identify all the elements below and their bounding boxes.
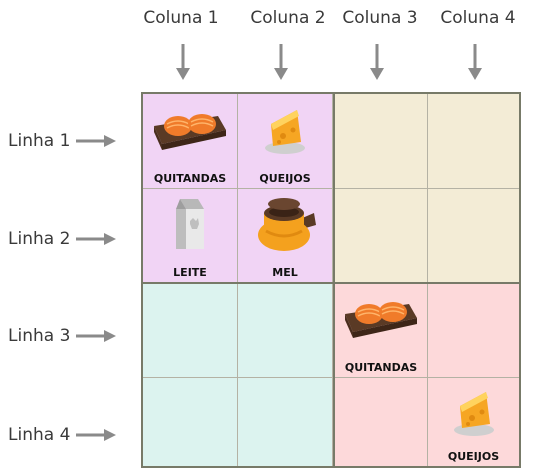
grid-item: QUITANDAS [335, 284, 427, 377]
row-label: Linha 4 [8, 425, 71, 445]
item-label: QUEIJOS [259, 172, 311, 185]
queijos-icon [265, 110, 305, 154]
leite-icon [176, 199, 204, 249]
mel-icon [258, 198, 316, 251]
row-header-4: Linha 4 [8, 423, 118, 447]
grid-cell-r1-c1[interactable]: QUITANDAS [143, 94, 238, 189]
grid-cell-r4-c2[interactable] [238, 378, 333, 466]
row-header-2: Linha 2 [8, 227, 118, 251]
column-header-3: Coluna 3 [342, 8, 418, 28]
arrow-down-icon [274, 44, 288, 80]
item-label: LEITE [173, 266, 207, 279]
queijos-icon [453, 392, 494, 436]
item-label: QUEIJOS [447, 450, 500, 463]
row-header-3: Linha 3 [8, 324, 118, 348]
quitandas-icon [154, 114, 226, 150]
arrow-down-icon [370, 44, 384, 80]
grid-cell-r1-c3[interactable] [333, 94, 428, 189]
item-label: MEL [272, 266, 298, 279]
row-label: Linha 2 [8, 229, 71, 249]
grid-cell-r3-c3[interactable]: QUITANDAS [335, 284, 428, 378]
quadrant-divider-vertical [333, 94, 335, 466]
grid-cell-r4-c3[interactable] [335, 378, 428, 466]
column-header-4: Coluna 4 [440, 8, 516, 28]
grid-cell-r1-c2[interactable]: QUEIJOS [238, 94, 333, 189]
grid-cell-r3-c1[interactable] [143, 284, 238, 378]
arrow-down-icon [176, 44, 190, 80]
row-label: Linha 1 [8, 131, 71, 151]
grid-cell-r3-c4[interactable] [428, 284, 519, 378]
arrow-right-icon [76, 233, 117, 245]
arrow-right-icon [76, 429, 117, 441]
grid-item: MEL [238, 189, 332, 282]
quitandas-icon [345, 302, 417, 338]
grid-cell-r2-c4[interactable] [428, 189, 519, 282]
grid-item: QUEIJOS [428, 378, 519, 466]
column-header-1: Coluna 1 [143, 8, 219, 28]
grid-cell-r2-c3[interactable] [333, 189, 428, 282]
row-label: Linha 3 [8, 326, 71, 346]
grid-cell-r2-c2[interactable]: MEL [238, 189, 333, 282]
store-grid: QUITANDAS QUEIJOS L [141, 92, 521, 468]
column-header-2: Coluna 2 [250, 8, 326, 28]
item-label: QUITANDAS [153, 172, 227, 185]
arrow-right-icon [76, 330, 117, 342]
grid-cell-r2-c1[interactable]: LEITE [143, 189, 238, 282]
quadrant-divider-horizontal [143, 282, 519, 284]
grid-cell-r1-c4[interactable] [428, 94, 519, 189]
item-label: QUITANDAS [344, 361, 418, 374]
arrow-right-icon [76, 135, 117, 147]
row-header-1: Linha 1 [8, 129, 118, 153]
grid-item: LEITE [143, 189, 237, 282]
grid-cell-r4-c4[interactable]: QUEIJOS [428, 378, 519, 466]
grid-cell-r3-c2[interactable] [238, 284, 333, 378]
arrow-down-icon [468, 44, 482, 80]
grid-item: QUEIJOS [238, 94, 332, 188]
grid-cell-r4-c1[interactable] [143, 378, 238, 466]
grid-item: QUITANDAS [143, 94, 237, 188]
